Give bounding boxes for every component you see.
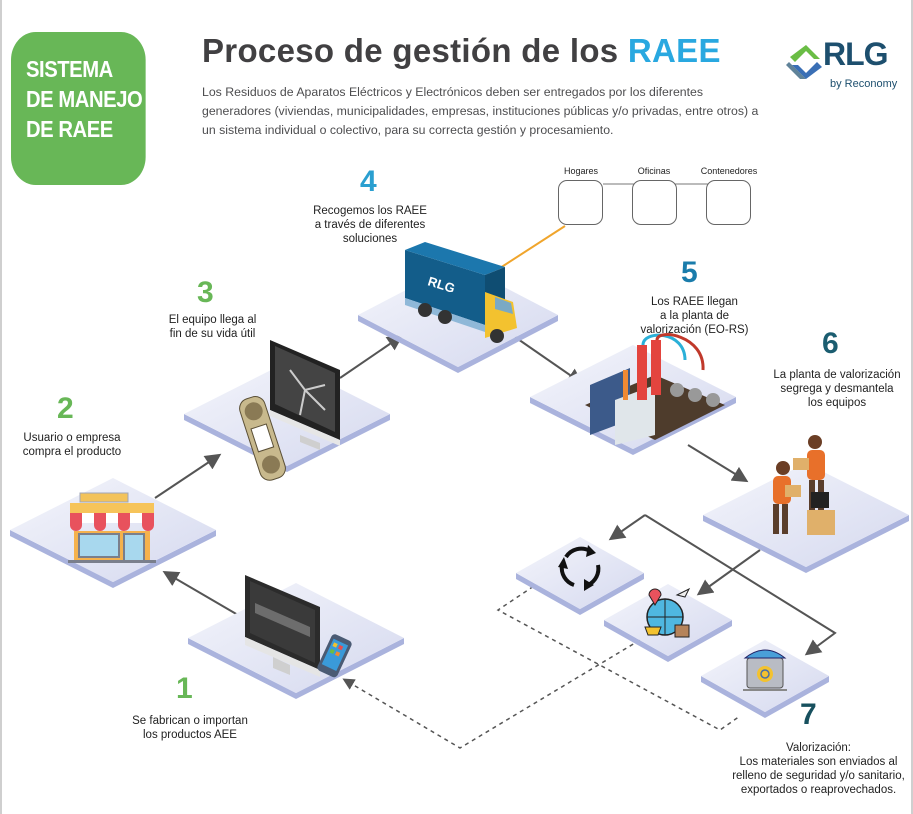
- step-4-number: 4: [360, 165, 377, 198]
- tile-step-2: [10, 478, 216, 588]
- title-accent: RAEE: [627, 32, 721, 69]
- tile-recycle: [516, 537, 644, 615]
- waste-container-icon: [743, 649, 787, 691]
- return-to-step1-dashed: [342, 639, 641, 749]
- export-globe-icon: [644, 587, 691, 638]
- source-contenedores: [706, 180, 751, 225]
- frame-border-right: [911, 0, 913, 814]
- recycle-arrows-icon: [558, 545, 601, 591]
- page-title: Proceso de gestión de los RAEE: [202, 32, 721, 70]
- truck-icon: RLG: [405, 242, 517, 343]
- logo-arrows-icon: [786, 45, 822, 79]
- badge-line: DE RAEE: [25, 116, 113, 142]
- source-label-contenedores: Contenedores: [700, 166, 758, 176]
- step-7-number: 7: [800, 698, 817, 731]
- store-icon: [68, 492, 156, 563]
- frame-border-left: [0, 0, 2, 814]
- badge-line: DE MANEJO: [25, 86, 143, 112]
- badge-line: SISTEMA: [25, 56, 113, 82]
- arrow-2-to-3: [154, 453, 222, 499]
- arrow-4-to-5: [514, 336, 584, 385]
- title-prefix: Proceso de gestión de los: [202, 32, 619, 69]
- step-7-text: Valorización:Los materiales son enviados…: [732, 742, 905, 796]
- computer-phone-icon: [245, 575, 352, 678]
- rlg-logo: RLG by Reconomy: [786, 36, 906, 100]
- source-oficinas: [632, 180, 677, 225]
- factory-icon: [585, 333, 725, 445]
- tile-step-6: [703, 463, 909, 573]
- logo-name: RLG: [823, 36, 889, 72]
- arrow-6-to-export: [696, 549, 761, 596]
- arrow-3-to-4: [339, 334, 404, 379]
- broken-monitor-icon: [239, 340, 340, 481]
- step-2-number: 2: [57, 392, 74, 425]
- intro-paragraph: Los Residuos de Aparatos Eléctricos y El…: [202, 85, 759, 137]
- workers-icon: [773, 435, 835, 535]
- arrow-1-to-2: [162, 570, 239, 616]
- step-1-number: 1: [176, 672, 193, 705]
- arrow-6-to-landfill: [644, 514, 837, 656]
- step-3-number: 3: [197, 276, 214, 309]
- source-link: [499, 225, 566, 269]
- source-hogares: [558, 180, 603, 225]
- return-loop-dashed: [496, 581, 741, 731]
- step-5-number: 5: [681, 256, 698, 289]
- source-label-hogares: Hogares: [563, 166, 599, 176]
- arrow-6-to-recycle: [608, 514, 646, 541]
- system-badge: SISTEMA DE MANEJO DE RAEE: [11, 32, 146, 185]
- step-6-number: 6: [822, 327, 839, 360]
- source-label-oficinas: Oficinas: [637, 166, 671, 176]
- flow-arrows: [154, 183, 837, 749]
- logo-subtitle: by Reconomy: [830, 78, 898, 90]
- arrow-5-to-6: [687, 444, 749, 483]
